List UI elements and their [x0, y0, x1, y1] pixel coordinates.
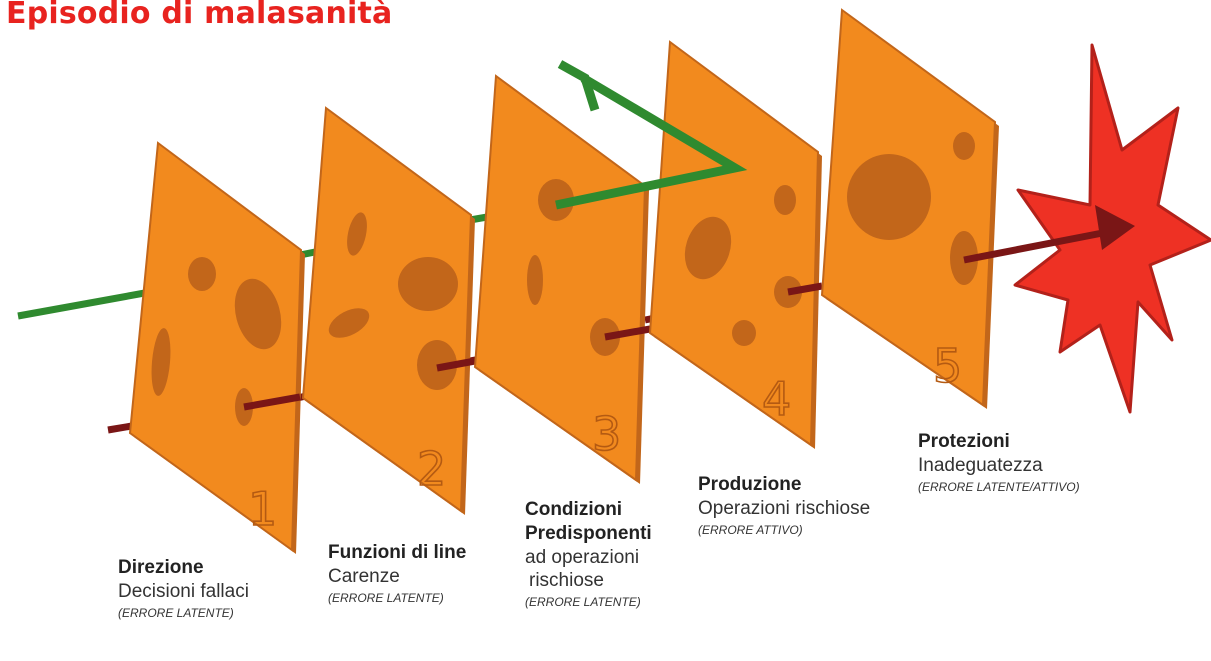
layer-heading: Protezioni	[918, 431, 1010, 452]
layer-text: Decisioni fallaci	[118, 580, 249, 602]
layer-text: rischiose	[529, 570, 604, 592]
layer-error: (ERRORE ATTIVO)	[698, 522, 803, 537]
layer-number: 5	[933, 339, 962, 393]
layer-heading: Funzioni di line	[328, 542, 467, 563]
accident-arrow-segment	[963, 226, 1119, 264]
accident-arrow-segment	[787, 282, 823, 296]
layer-label-4: Produzione Operazioni rischiose (ERRORE …	[698, 473, 870, 538]
layer-label-5: Protezioni Inadeguatezza (ERRORE LATENTE…	[918, 430, 1080, 495]
layer-number: 1	[248, 482, 277, 536]
layer-heading: Condizioni	[525, 499, 623, 520]
accident-arrow-segment	[436, 357, 476, 372]
layer-label-3: Condizioni Predisponenti ad operazioni r…	[525, 498, 652, 610]
cheese-slice-3: 3	[473, 74, 649, 484]
blocked-arrow-head	[557, 60, 600, 112]
layer-text: Operazioni rischiose	[698, 497, 871, 519]
layer-text: Carenze	[328, 565, 400, 587]
layer-label-2: Funzioni di line Carenze (ERRORE LATENTE…	[328, 541, 466, 606]
accident-arrow-segment	[243, 393, 301, 411]
layer-label-1: Direzione Decisioni fallaci (ERRORE LATE…	[118, 556, 249, 621]
cheese-slice-1: 1	[128, 141, 305, 554]
layer-number: 2	[417, 442, 446, 496]
cheese-slice-2: 2	[301, 106, 475, 515]
layer-heading: Produzione	[698, 474, 802, 495]
layer-heading-line2: Predisponenti	[525, 522, 652, 544]
layer-error: (ERRORE LATENTE/ATTIVO)	[918, 479, 1080, 494]
layer-error: (ERRORE LATENTE)	[118, 605, 234, 620]
layer-error: (ERRORE LATENTE)	[525, 595, 641, 609]
layer-text: Inadeguatezza	[918, 454, 1043, 476]
cheese-slice-4: 4	[648, 40, 822, 449]
layer-number: 4	[762, 372, 791, 426]
accident-arrow-segment	[604, 325, 651, 341]
accident-arrow-head	[1095, 205, 1135, 250]
layer-error: (ERRORE LATENTE)	[328, 590, 444, 605]
diagram-title: Episodio di malasanità	[6, 0, 393, 31]
cheese-slice-5: 5	[820, 8, 999, 409]
blocked-arrow-return	[555, 74, 748, 210]
layer-number: 3	[592, 407, 621, 461]
layer-text: ad operazioni	[525, 546, 640, 568]
layer-heading: Direzione	[118, 557, 204, 578]
